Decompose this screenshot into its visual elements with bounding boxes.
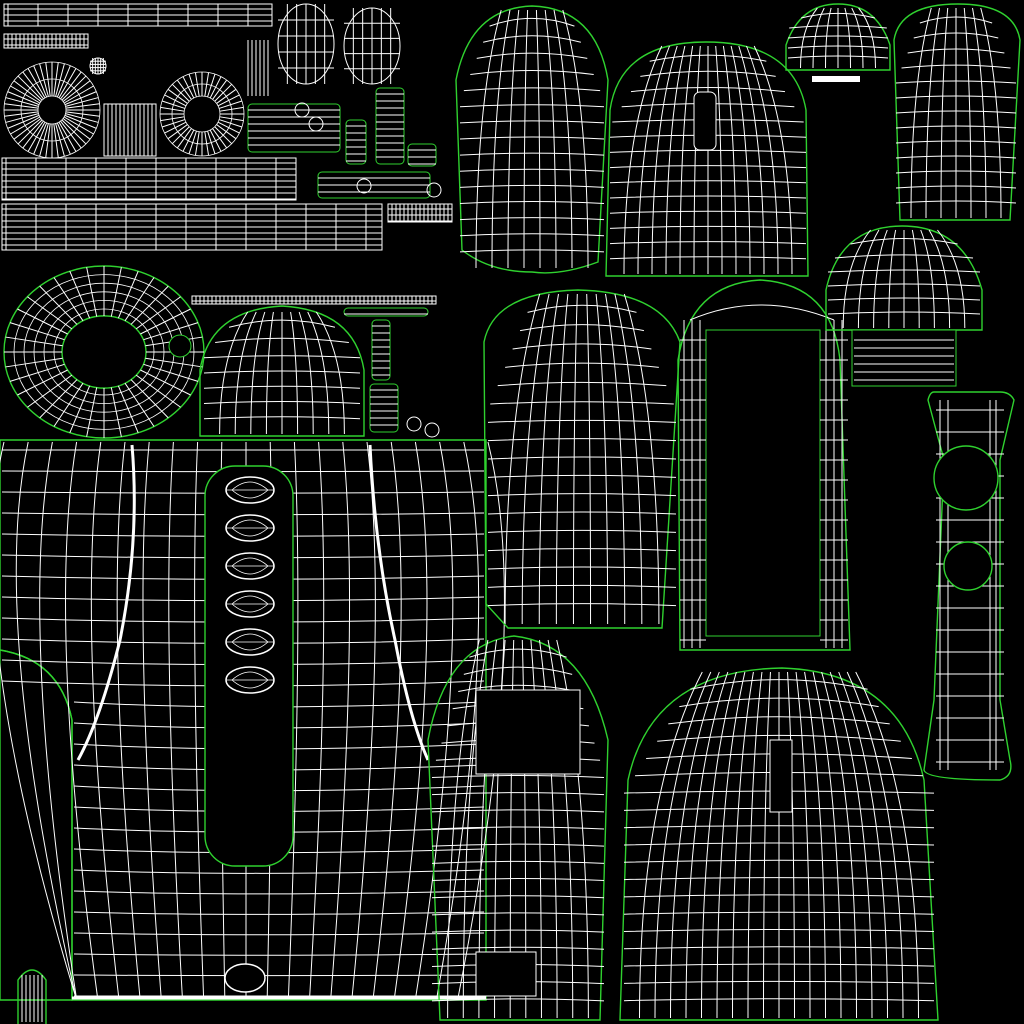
cap-panel-b [825, 225, 983, 387]
cap-panel-a [785, 3, 891, 82]
rounded-shell-a [199, 305, 365, 437]
front-bezel-panel [605, 41, 809, 277]
rear-shell-panel [455, 5, 609, 274]
ring-disc-small-b [159, 71, 245, 157]
small-parts-cluster [89, 3, 442, 438]
ring-disc-small-a [3, 61, 101, 159]
inner-frame-panel [677, 279, 851, 651]
ring-disc-large [3, 265, 205, 439]
side-shell-panel [483, 289, 681, 629]
strip-set-top [1, 3, 453, 305]
button-row-islands [225, 476, 275, 694]
right-strip-panel [923, 391, 1015, 781]
rounded-shell-b [893, 3, 1021, 221]
rounded-shell-d [619, 667, 939, 1021]
top-shell-panel-large [0, 439, 505, 1024]
rounded-shell-c [427, 635, 609, 1021]
